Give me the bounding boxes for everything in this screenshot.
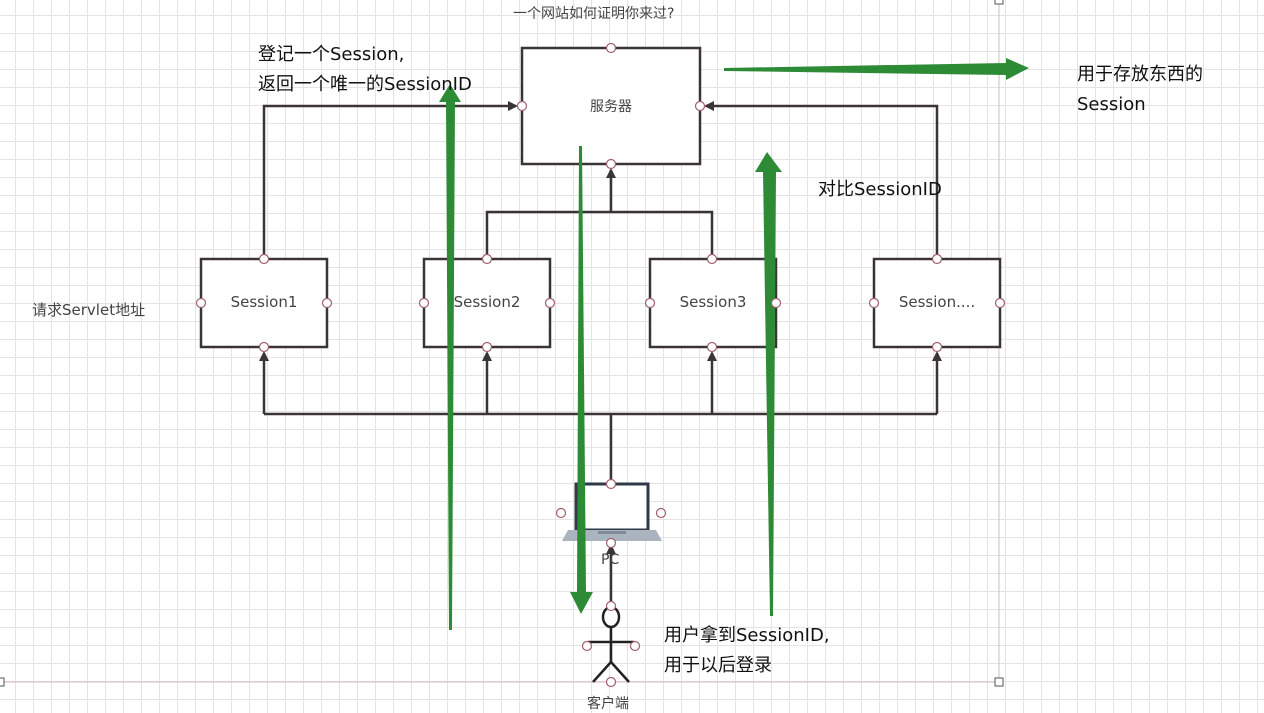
handle[interactable] (605, 478, 617, 490)
session1-label: Session1 (230, 293, 298, 311)
handle[interactable] (258, 253, 270, 265)
note-user: 用户拿到SessionID, 用于以后登录 (664, 621, 830, 681)
connector-session2-session3[interactable] (485, 210, 714, 259)
person-icon[interactable] (588, 605, 634, 683)
note-register-line1: 登记一个Session, (258, 44, 405, 65)
session2-label: Session2 (453, 293, 521, 311)
handle[interactable] (195, 297, 207, 309)
diagram-title: 一个网站如何证明你来过? (513, 6, 675, 22)
note-register-line2: 返回一个唯一的SessionID (258, 74, 472, 95)
handle[interactable] (516, 100, 528, 112)
request-servlet-label: 请求Servlet地址 (32, 301, 146, 319)
handle[interactable] (694, 100, 706, 112)
handle[interactable] (605, 537, 617, 549)
connector-session1-server[interactable] (262, 101, 518, 259)
handle[interactable] (931, 253, 943, 265)
green-arrow-compare[interactable] (755, 152, 782, 616)
green-arrow-register[interactable] (439, 84, 461, 630)
handle[interactable] (994, 297, 1006, 309)
note-store-line2: Session (1077, 94, 1146, 115)
handle[interactable] (544, 297, 556, 309)
pc-label: PC (601, 552, 620, 568)
handle[interactable] (418, 297, 430, 309)
handle[interactable] (770, 297, 782, 309)
server-label: 服务器 (590, 99, 632, 115)
handle[interactable] (706, 341, 718, 353)
handle[interactable] (581, 640, 593, 652)
handle[interactable] (605, 42, 617, 54)
handle[interactable] (605, 600, 617, 612)
handle[interactable] (706, 253, 718, 265)
session4-label: Session.... (898, 293, 976, 311)
green-arrows (439, 58, 1029, 630)
green-arrow-store[interactable] (724, 58, 1029, 80)
handle[interactable] (931, 341, 943, 353)
handle[interactable] (258, 341, 270, 353)
note-compare: 对比SessionID (818, 179, 942, 200)
client-label: 客户端 (587, 696, 629, 712)
note-register: 登记一个Session, 返回一个唯一的SessionID (258, 40, 472, 100)
page-corner-handle-top[interactable] (994, 0, 1004, 5)
server-box[interactable] (520, 46, 702, 166)
note-store: 用于存放东西的 Session (1077, 60, 1203, 120)
green-arrow-sessionid-return[interactable] (570, 146, 593, 614)
note-store-line1: 用于存放东西的 (1077, 64, 1203, 85)
note-user-line2: 用于以后登录 (664, 655, 772, 676)
handle[interactable] (868, 297, 880, 309)
handle[interactable] (605, 676, 617, 688)
handle[interactable] (644, 297, 656, 309)
handle[interactable] (655, 507, 667, 519)
note-user-line1: 用户拿到SessionID, (664, 625, 830, 646)
page-corner-handle-left[interactable] (0, 677, 5, 687)
handle[interactable] (481, 341, 493, 353)
laptop-icon[interactable] (562, 482, 662, 541)
handle[interactable] (555, 507, 567, 519)
connection-handles (195, 42, 1006, 688)
handle[interactable] (605, 158, 617, 170)
handle[interactable] (321, 297, 333, 309)
connector-session4-server[interactable] (704, 101, 939, 259)
handle[interactable] (481, 253, 493, 265)
page-corner-handle[interactable] (994, 677, 1004, 687)
handle[interactable] (629, 640, 641, 652)
session3-label: Session3 (679, 293, 747, 311)
